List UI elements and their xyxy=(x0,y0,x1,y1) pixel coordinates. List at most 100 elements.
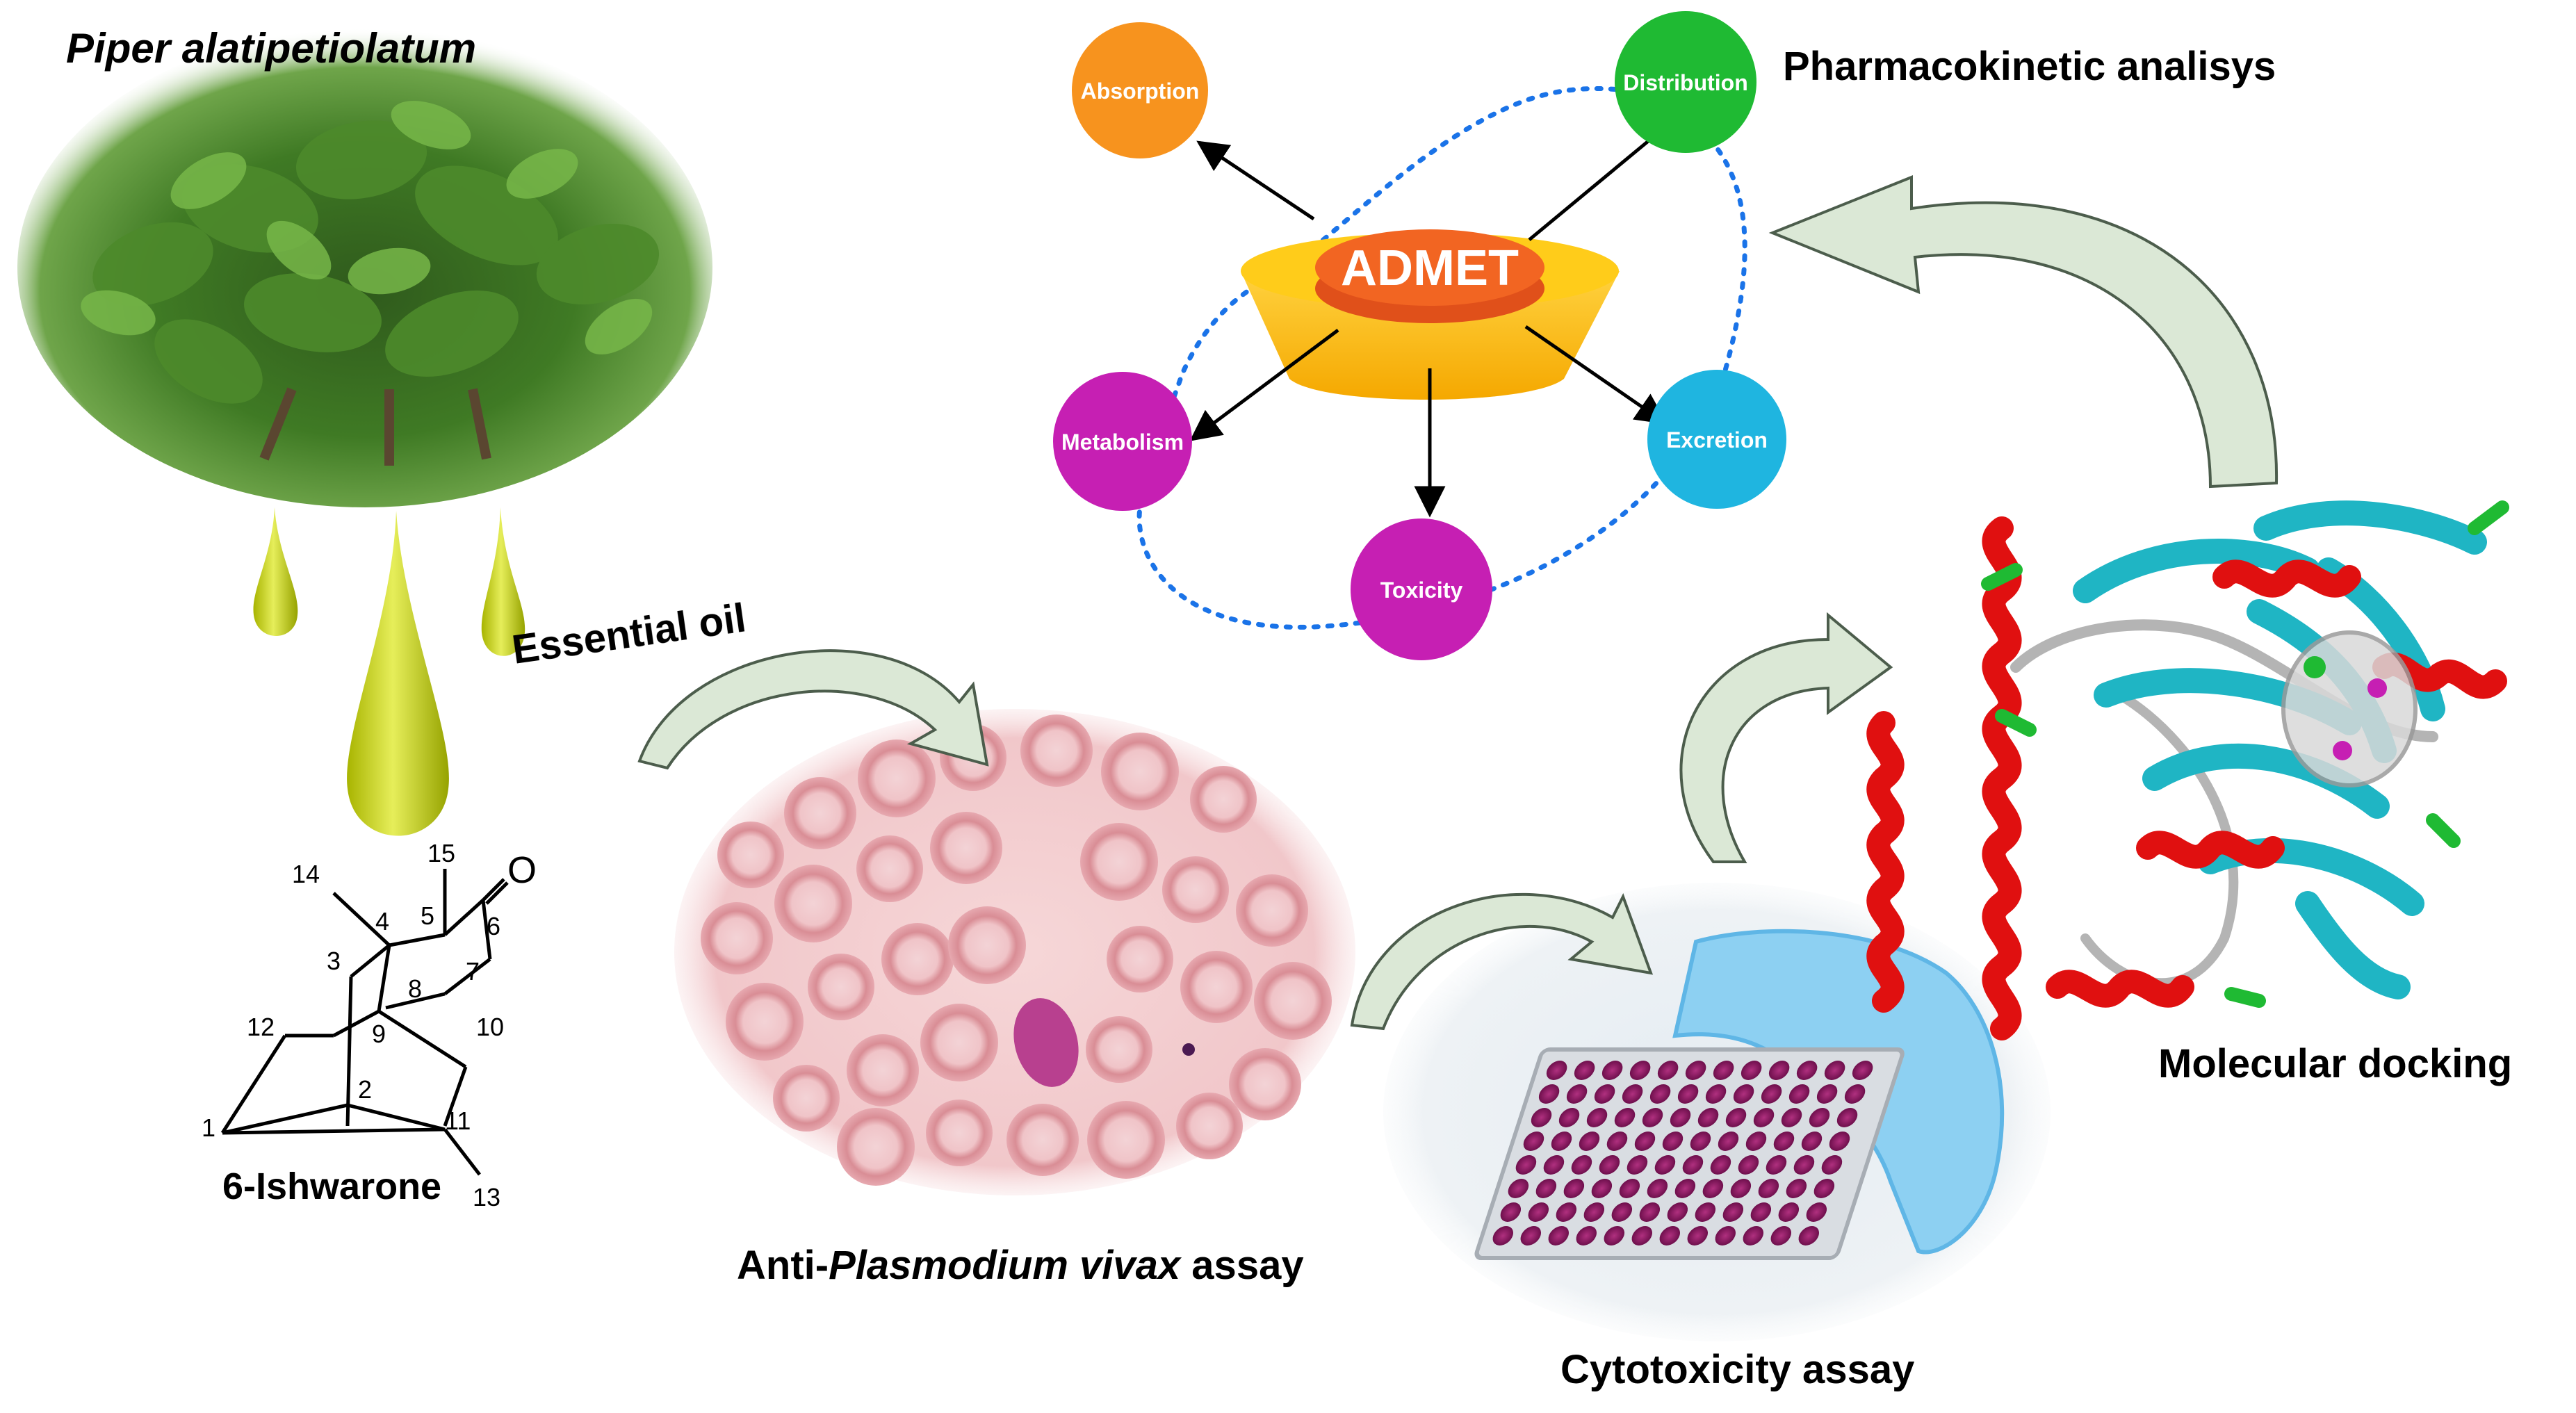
plate-well xyxy=(1770,1226,1792,1245)
plate-well xyxy=(1821,1155,1843,1175)
plate-well xyxy=(1829,1132,1850,1151)
cytotoxicity-label: Cytotoxicity assay xyxy=(1560,1347,1914,1392)
red-blood-cell xyxy=(774,865,852,942)
absorption-node xyxy=(1072,22,1208,158)
atom-6: 6 xyxy=(487,912,500,940)
arrow-oil-to-smear xyxy=(637,649,989,770)
plasmodium-parasite xyxy=(1013,998,1079,1087)
plate-well xyxy=(1687,1226,1709,1245)
plate-well xyxy=(1836,1108,1858,1127)
plate-well xyxy=(1659,1226,1681,1245)
essential-oil-label: Essential oil xyxy=(510,595,749,672)
atom-14: 14 xyxy=(292,860,320,888)
plate-well xyxy=(1781,1108,1802,1127)
plate-well xyxy=(1546,1061,1567,1080)
red-blood-cell xyxy=(1107,926,1173,993)
plate-well xyxy=(1682,1155,1704,1175)
assay-label: Anti-Plasmodium vivax assay xyxy=(737,1243,1304,1288)
plate-well xyxy=(1508,1179,1529,1198)
plate-well xyxy=(1649,1084,1671,1104)
red-blood-cell xyxy=(773,1065,840,1132)
arrow-smear-to-cytotox xyxy=(1350,892,1654,1031)
cytotoxicity-photo xyxy=(1383,883,2051,1341)
plate-well xyxy=(1824,1061,1845,1080)
plate-well xyxy=(1766,1155,1787,1175)
red-blood-cell xyxy=(784,777,856,849)
plate-well xyxy=(1548,1226,1570,1245)
atom-1: 1 xyxy=(202,1113,215,1142)
oil-drops xyxy=(253,507,525,836)
plate-well xyxy=(1768,1061,1790,1080)
plate-well xyxy=(1738,1155,1759,1175)
red-blood-cell xyxy=(717,822,784,888)
plate-well xyxy=(1566,1084,1588,1104)
plate-well xyxy=(1778,1202,1800,1222)
atom-4: 4 xyxy=(375,907,389,936)
plate-well xyxy=(1599,1155,1620,1175)
atom-2: 2 xyxy=(358,1075,372,1104)
plate-well xyxy=(1604,1226,1625,1245)
plate-well xyxy=(1806,1202,1827,1222)
well-plate xyxy=(1474,1047,1905,1260)
plate-well xyxy=(1793,1155,1815,1175)
red-blood-cell xyxy=(881,923,954,995)
plate-well xyxy=(1813,1179,1835,1198)
red-blood-cell xyxy=(858,740,936,817)
plate-well xyxy=(1715,1226,1736,1245)
plate-well xyxy=(1614,1108,1636,1127)
plant-name-label: Piper alatipetiolatum xyxy=(66,25,476,72)
plate-well xyxy=(1761,1084,1782,1104)
plate-well xyxy=(1852,1061,1873,1080)
blood-smear-image xyxy=(674,709,1355,1195)
red-blood-cell xyxy=(726,983,804,1061)
oxygen-atom: O xyxy=(507,849,537,891)
plate-well xyxy=(1718,1132,1739,1151)
atom-5: 5 xyxy=(421,901,434,930)
red-blood-cell xyxy=(1006,1104,1079,1176)
red-blood-cell xyxy=(1086,1016,1152,1083)
plate-well xyxy=(1796,1061,1818,1080)
red-blood-cell xyxy=(948,906,1026,984)
plate-well xyxy=(1629,1061,1651,1080)
red-blood-cell xyxy=(1087,1101,1165,1179)
protein-ribbon xyxy=(1866,500,2509,1040)
plate-well xyxy=(1685,1061,1706,1080)
plate-well xyxy=(1591,1179,1613,1198)
plate-well xyxy=(1586,1108,1608,1127)
atom-15: 15 xyxy=(427,839,455,867)
flow-arrows xyxy=(637,175,2279,1031)
arrow-cytotox-to-docking xyxy=(1679,612,1893,863)
plate-well xyxy=(1705,1084,1727,1104)
plate-well xyxy=(1523,1132,1544,1151)
red-blood-cell xyxy=(1229,1048,1301,1120)
plate-well xyxy=(1758,1179,1779,1198)
plate-well xyxy=(1670,1108,1691,1127)
plate-well xyxy=(1743,1226,1764,1245)
plate-well xyxy=(1622,1084,1643,1104)
plate-well xyxy=(1697,1108,1719,1127)
toxicity-label: Toxicity xyxy=(1380,578,1463,603)
docking-label: Molecular docking xyxy=(2158,1041,2512,1086)
plate-well xyxy=(1528,1202,1549,1222)
plate-well xyxy=(1531,1108,1552,1127)
red-blood-cell xyxy=(920,1004,998,1081)
plate-well xyxy=(1631,1226,1653,1245)
admet-center-label: ADMET xyxy=(1341,240,1519,296)
red-blood-cell xyxy=(837,1108,915,1186)
plate-well xyxy=(1515,1155,1537,1175)
plate-well xyxy=(1500,1202,1522,1222)
distribution-label: Distribution xyxy=(1623,70,1748,95)
plate-well xyxy=(1801,1132,1823,1151)
plate-well xyxy=(1674,1179,1696,1198)
plate-well xyxy=(1563,1179,1585,1198)
plate-well xyxy=(1725,1108,1747,1127)
plate-well xyxy=(1558,1108,1580,1127)
atom-10: 10 xyxy=(476,1013,504,1041)
plate-well xyxy=(1606,1132,1628,1151)
red-blood-cell xyxy=(1020,714,1093,787)
red-blood-cell xyxy=(1236,874,1308,947)
atom-9: 9 xyxy=(372,1020,386,1048)
plate-well xyxy=(1741,1061,1762,1080)
red-blood-cell xyxy=(701,902,773,974)
compound-name: 6-Ishwarone xyxy=(222,1166,441,1207)
